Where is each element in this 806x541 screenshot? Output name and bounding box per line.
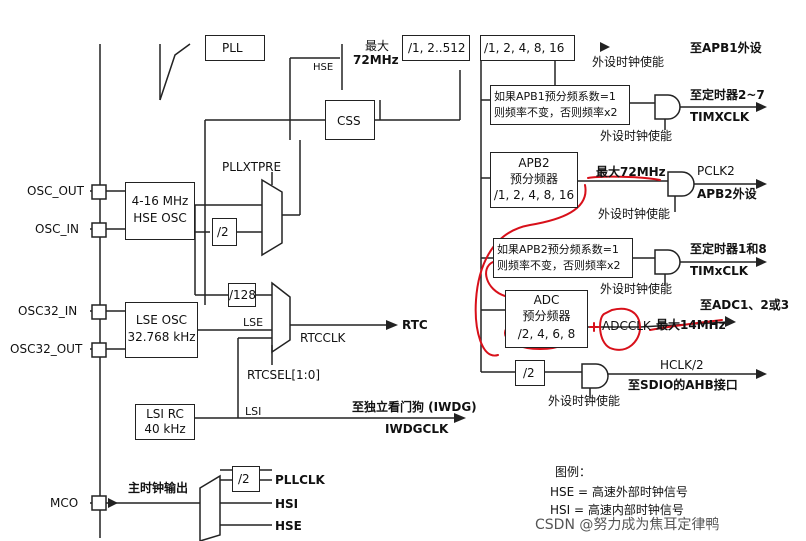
- lse-osc-box: [125, 302, 198, 358]
- lsi-rc-line1: LSI RC: [146, 407, 184, 421]
- apb2-timer-gate: [654, 249, 681, 275]
- lsi-label: LSI: [245, 405, 262, 418]
- apb1-periph-label: 至APB1外设: [690, 41, 762, 55]
- apb1-timer-line2: 则频率不变，否则频率x2: [494, 106, 618, 119]
- rtcsel-label: RTCSEL[1:0]: [247, 368, 321, 382]
- iwdg-desc: 至独立看门狗 (IWDG): [352, 400, 477, 414]
- ahb-div-label: /1, 2..512: [408, 41, 466, 55]
- apb1-timer-box: [490, 85, 630, 125]
- apb1-timer-enable: 外设时钟使能: [600, 129, 673, 143]
- pll-label: PLL: [222, 41, 243, 55]
- apb2-enable: 外设时钟使能: [598, 207, 671, 221]
- apb2-timer-enable: 外设时钟使能: [600, 282, 673, 296]
- apb2-sub: 预分频器: [509, 172, 558, 186]
- apb2-gate: [667, 171, 695, 197]
- osc32-out-label: OSC32_OUT: [10, 342, 83, 356]
- css-box: [325, 100, 375, 140]
- osc32-out-pin: [91, 342, 107, 358]
- legend-hsi: HSI = 高速内部时钟信号: [550, 503, 684, 517]
- lse-osc-line2: 32.768 kHz: [127, 330, 196, 344]
- apb2-timer-line1: 如果APB2预分频系数=1: [497, 243, 619, 256]
- apb2-timer-line2: 则频率不变，否则频率x2: [497, 259, 621, 272]
- adc-div: /2, 4, 6, 8: [517, 327, 576, 341]
- hclk2-label: HCLK/2: [660, 358, 704, 372]
- apb1-timer-line1: 如果APB1预分频系数=1: [494, 90, 616, 103]
- hsi-label: HSI: [275, 497, 299, 511]
- max72-top-a: 最大: [365, 39, 390, 53]
- adc-sub: 预分频器: [522, 309, 571, 323]
- hse-osc-line2: HSE OSC: [133, 211, 187, 225]
- apb2-timer-to: 至定时器1和8: [690, 242, 767, 256]
- sdio-to: 至SDIO的AHB接口: [628, 378, 738, 392]
- hse-top-label: HSE: [313, 62, 334, 73]
- apb1-prescaler-box: [480, 35, 575, 61]
- apb2-div: /1, 2, 4, 8, 16: [493, 188, 575, 202]
- hse-osc-line1: 4-16 MHz: [131, 194, 189, 208]
- css-label: CSS: [337, 114, 361, 128]
- apb2-periph: APB2外设: [697, 187, 757, 201]
- mco-pin: [91, 495, 107, 511]
- div128-label: /128: [229, 288, 256, 302]
- apb1-div-label: /1, 2, 4, 8, 16: [484, 41, 565, 55]
- sdio-enable: 外设时钟使能: [548, 394, 621, 408]
- legend-hse: HSE = 高速外部时钟信号: [550, 485, 688, 499]
- pll-box: [205, 35, 265, 61]
- adcclk-label: ADCCLK: [602, 319, 651, 333]
- adc-prescaler-box: [505, 290, 588, 348]
- lse-label: LSE: [243, 316, 264, 329]
- div128-box: [228, 283, 256, 307]
- apb2-max: 最大72MHz: [596, 165, 666, 179]
- adc-max: 最大14MHz: [656, 318, 726, 332]
- pllclk-label: PLLCLK: [275, 473, 325, 487]
- mco-mux: [199, 474, 221, 541]
- iwdg-arrow: [454, 413, 466, 423]
- adc-to: 至ADC1、2或3: [700, 298, 790, 312]
- apb2-prescaler-box: [490, 152, 578, 208]
- max14-underline: [649, 319, 723, 331]
- mco-div2-box: [232, 466, 260, 492]
- apb1-enable-label: 外设时钟使能: [592, 55, 665, 69]
- osc32-in-pin: [91, 304, 107, 320]
- max72-top-b: 72MHz: [353, 53, 399, 67]
- osc32-in-label: OSC32_IN: [18, 304, 78, 318]
- mco-out-label: 主时钟输出: [128, 481, 189, 495]
- div2-label: /2: [217, 225, 229, 239]
- rtc-label: RTC: [402, 318, 428, 332]
- osc-in-pin: [91, 222, 107, 238]
- lse-osc-line1: LSE OSC: [135, 313, 188, 327]
- mco-label: MCO: [50, 496, 79, 510]
- hse-osc-box: [125, 182, 195, 240]
- pclk2-label: PCLK2: [697, 164, 735, 178]
- sdio-gate: [581, 363, 609, 389]
- sdio-div-label: /2: [523, 366, 535, 380]
- rtc-mux: [271, 281, 291, 354]
- rtc-arrow: [386, 320, 398, 330]
- adcclk-circle: [599, 307, 642, 351]
- csdn-watermark: CSDN @努力成为焦耳定律鸭: [535, 517, 720, 533]
- iwdgclk-label: IWDGCLK: [385, 422, 449, 436]
- ahb-prescaler-box: [402, 35, 470, 61]
- adc-title: ADC: [533, 293, 560, 307]
- div2-box: [212, 218, 237, 246]
- apb1-timer-to: 至定时器2~7: [690, 88, 765, 102]
- apb2-title: APB2: [518, 156, 550, 170]
- mco-div2-label: /2: [238, 472, 250, 486]
- hse-bottom-label: HSE: [275, 519, 302, 533]
- osc-out-label: OSC_OUT: [27, 184, 84, 198]
- max72-underline: [587, 175, 661, 181]
- lsi-rc-box: [135, 404, 195, 440]
- apb1-timer-clk: TIMXCLK: [690, 110, 750, 124]
- legend-title: 图例：: [555, 465, 592, 479]
- lsi-rc-line2: 40 kHz: [144, 422, 186, 436]
- pllxtpre-mux: [261, 178, 283, 257]
- apb2-timer-clk: TIMxCLK: [690, 264, 749, 278]
- rtcclk-label: RTCCLK: [300, 331, 346, 345]
- osc-out-pin: [91, 184, 107, 200]
- pllxtpre-label: PLLXTPRE: [222, 160, 282, 174]
- apb2-timer-box: [493, 238, 633, 278]
- osc-in-label: OSC_IN: [35, 222, 79, 236]
- apb1-timer-gate: [654, 94, 681, 120]
- sdio-div2-box: [515, 360, 545, 386]
